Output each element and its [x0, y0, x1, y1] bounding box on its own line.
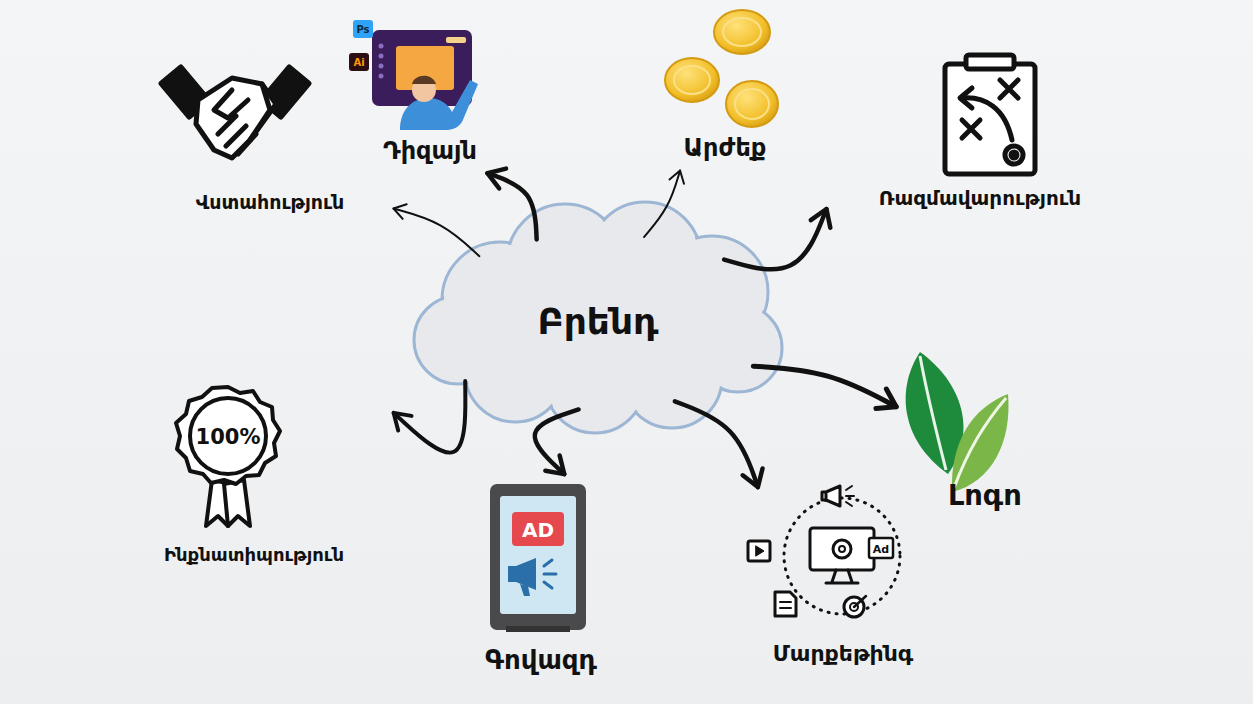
- icon-label: AD: [522, 520, 554, 540]
- arrow-head: [393, 204, 406, 219]
- concept-node: Դիզայն: [350, 22, 510, 170]
- connector-arrow: [393, 209, 479, 257]
- node-label: Լոգո: [948, 479, 1022, 512]
- concept-node: Մարքեթինգ: [761, 480, 926, 670]
- connector-arrow: [644, 171, 680, 238]
- connector-arrow: [675, 401, 758, 487]
- node-label: Վստահություն: [196, 192, 345, 214]
- connector-group: [535, 409, 579, 474]
- concept-node: Ռազմավարություն: [830, 52, 1130, 214]
- logo-leaves-icon: [906, 352, 1009, 492]
- arrow-head: [811, 209, 830, 228]
- handshake-icon: [161, 67, 309, 158]
- node-label: Ինքնատիպություն: [164, 545, 344, 566]
- node-label: Դիզայն: [383, 138, 477, 166]
- badge-icon: [176, 387, 280, 526]
- marketing-icon: [748, 486, 900, 617]
- brand-cloud: Բրենդ: [488, 290, 708, 354]
- arrow-head: [876, 389, 896, 409]
- connector-arrow: [753, 366, 896, 407]
- node-label: Արժեք: [684, 135, 767, 163]
- coins-icon: [665, 10, 778, 127]
- design-icon: [349, 20, 478, 130]
- connector-group: [753, 366, 896, 408]
- cloud-shape: [414, 202, 782, 433]
- icon-label: Ai: [353, 58, 364, 68]
- connector-group: [487, 169, 536, 240]
- icon-label: 100%: [196, 427, 261, 448]
- icon-label: Ad: [873, 543, 889, 554]
- node-label: Ռազմավարություն: [879, 187, 1081, 210]
- concept-node: Լոգո: [900, 348, 1070, 516]
- concept-node: Արժեք: [650, 8, 800, 167]
- connector-arrow: [394, 381, 466, 453]
- arrow-head: [487, 169, 506, 189]
- node-label: Մարքեթինգ: [773, 641, 914, 666]
- connector-group: [393, 204, 479, 256]
- strategy-icon: [945, 55, 1035, 174]
- concept-node: Ինքնատիպություն: [118, 380, 390, 570]
- connector-group: [675, 401, 763, 487]
- connector-group: [394, 381, 466, 453]
- arrow-head: [394, 413, 412, 431]
- connector-arrow: [535, 409, 579, 474]
- arrow-head: [545, 455, 564, 474]
- node-label: Բրենդ: [537, 301, 658, 342]
- concept-node: Վստահություն: [150, 62, 390, 218]
- arrow-head: [670, 171, 684, 184]
- icon-label: Ps: [356, 25, 369, 35]
- concept-node: Գովազդ: [473, 478, 609, 680]
- connector-group: [644, 171, 684, 238]
- node-label: Գովազդ: [485, 646, 597, 676]
- arrow-head: [743, 468, 763, 487]
- connector-group: [724, 209, 830, 269]
- ad-kiosk-icon: [490, 484, 586, 632]
